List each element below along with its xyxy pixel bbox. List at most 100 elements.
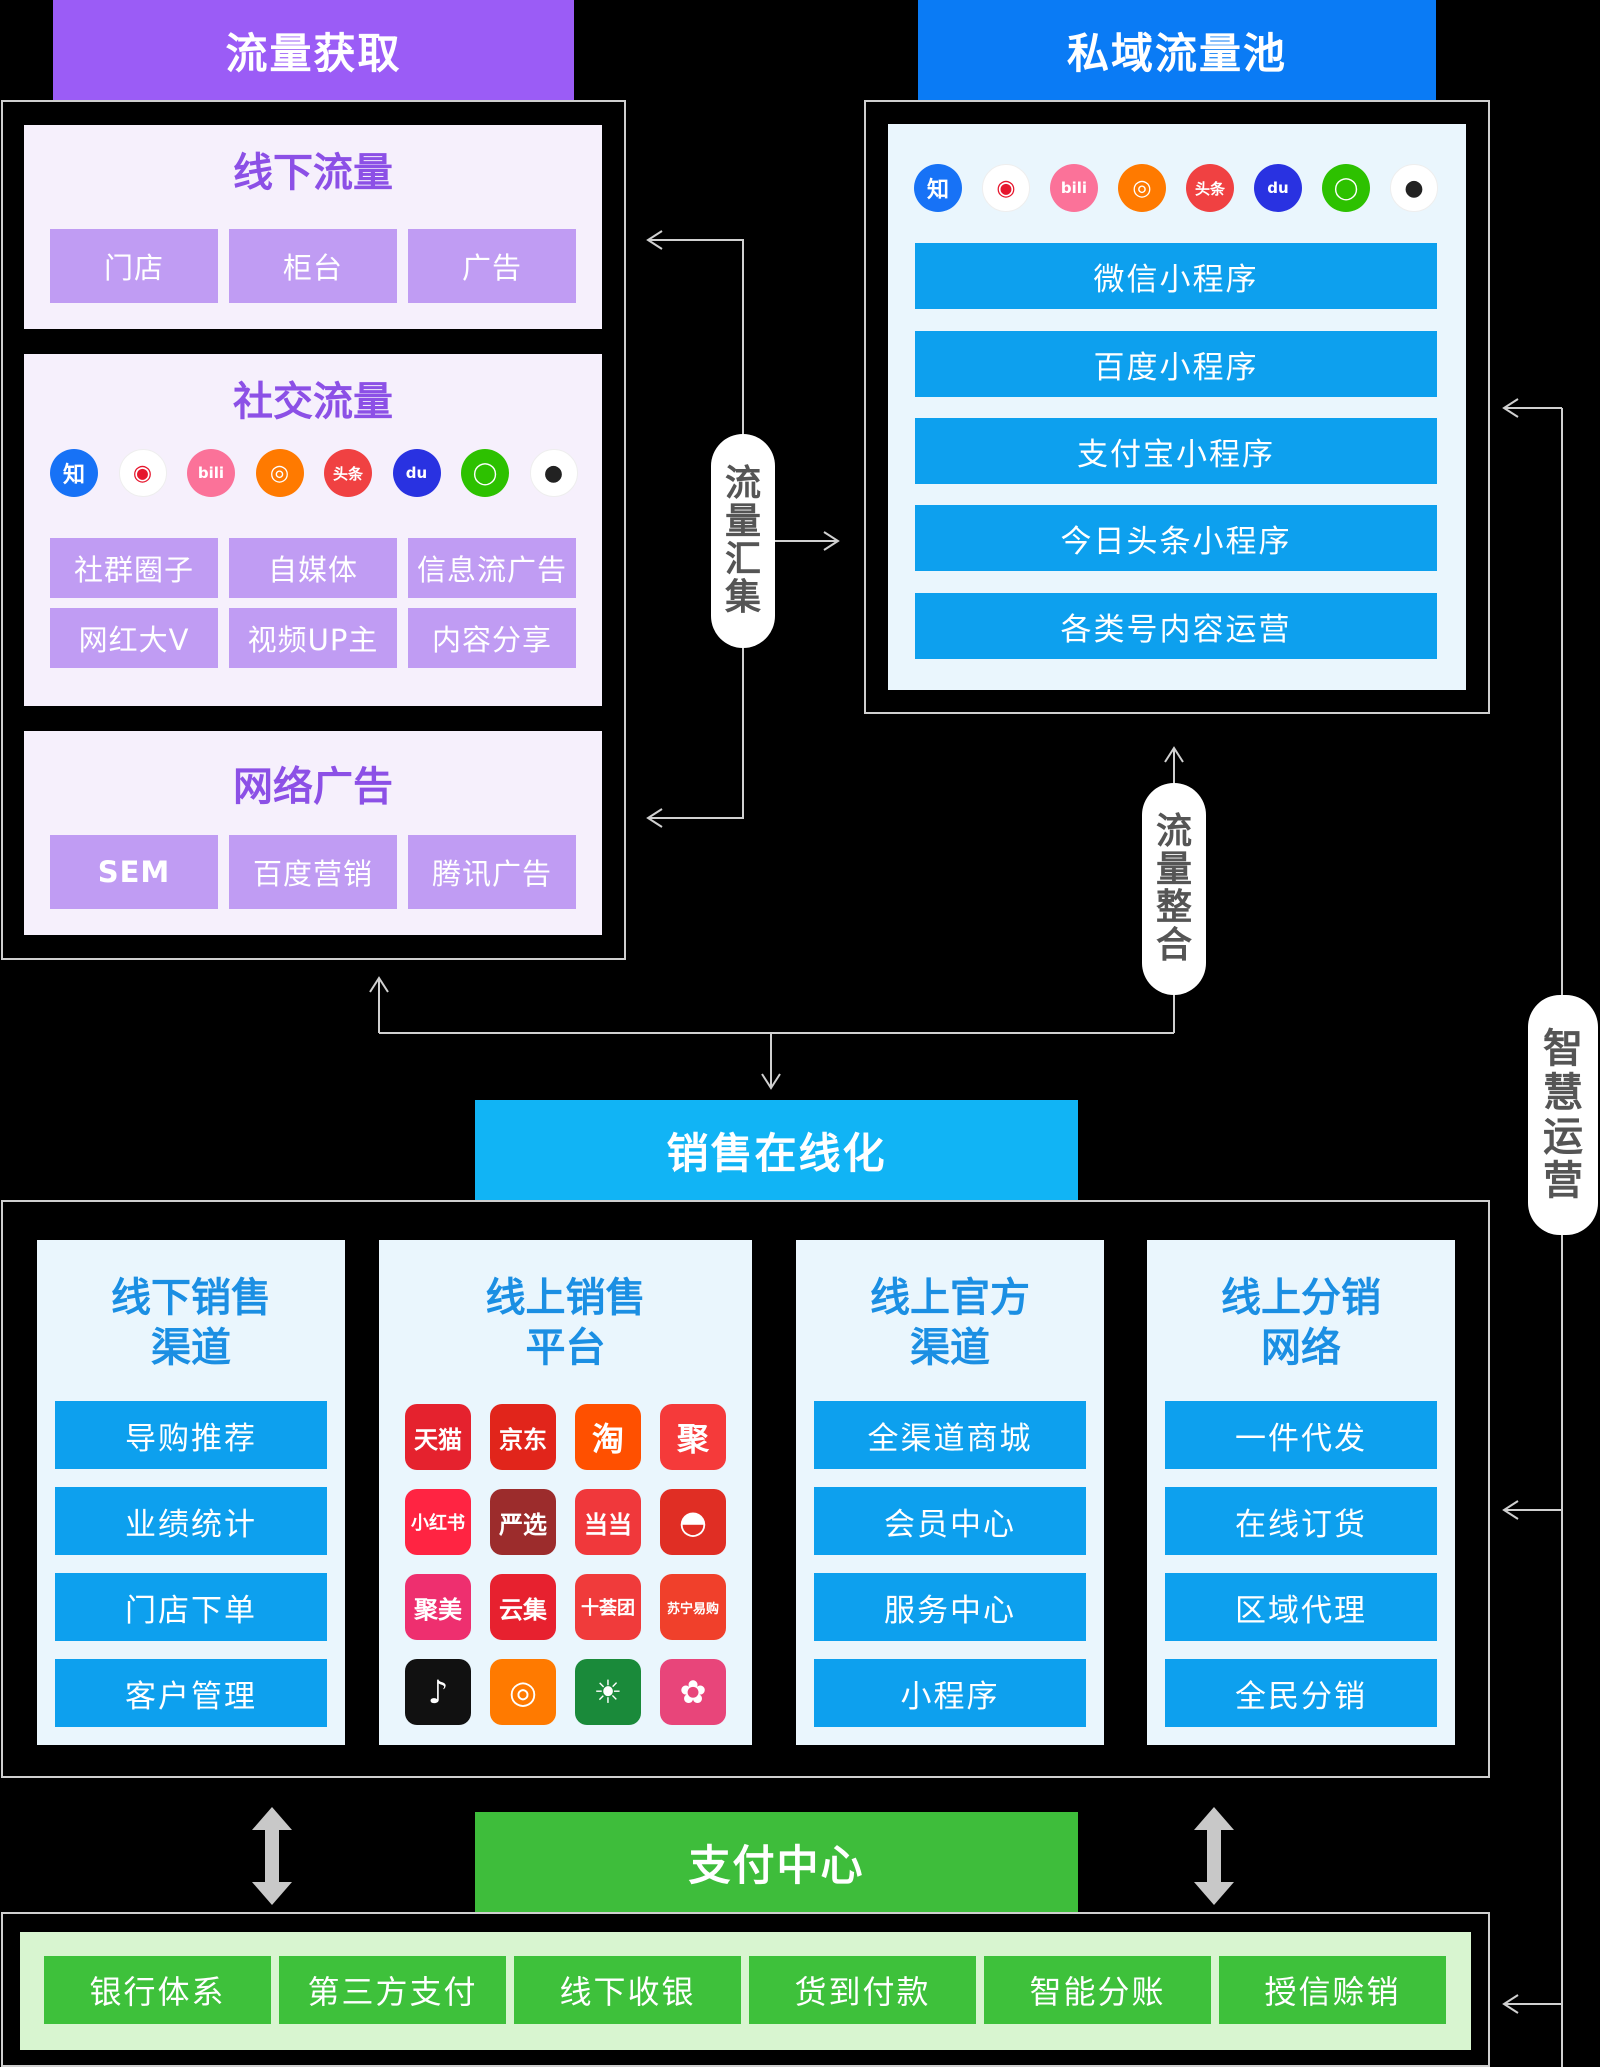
collect-pill: 流 量 汇 集 xyxy=(711,434,775,648)
official-channel-item: 全渠道商城 xyxy=(814,1401,1086,1469)
arrow-to-offline xyxy=(646,230,663,250)
payment-item: 第三方支付 xyxy=(279,1956,506,2024)
online-platforms-title-line2: 平台 xyxy=(525,1325,606,1371)
operate-pill-char: 智 xyxy=(1543,1026,1583,1072)
private-pool-item: 微信小程序 xyxy=(915,243,1437,309)
jd-app-icon: 京东 xyxy=(490,1404,556,1470)
payment-item: 智能分账 xyxy=(984,1956,1211,2024)
qq-icon: ● xyxy=(529,449,578,497)
distribution-item: 全民分销 xyxy=(1165,1659,1437,1727)
offline-sales-item: 门店下单 xyxy=(55,1573,327,1641)
offline-sales-item: 导购推荐 xyxy=(55,1401,327,1469)
offline-sales-title-line1: 线下销售 xyxy=(111,1275,271,1321)
distribution-item: 一件代发 xyxy=(1165,1401,1437,1469)
payment-frame xyxy=(1,1912,1490,2067)
sales-frame xyxy=(1,1200,1490,1778)
qq-icon: ● xyxy=(1390,164,1438,212)
network-ads-title: 网络广告 xyxy=(233,764,393,810)
private-pool-item: 支付宝小程序 xyxy=(915,418,1437,484)
collect-pill-char: 流 xyxy=(724,463,761,504)
official-channel-item: 会员中心 xyxy=(814,1487,1086,1555)
official-channel-item: 服务中心 xyxy=(814,1573,1086,1641)
distribution-title-line2: 网络 xyxy=(1261,1325,1341,1371)
weibo-icon: ◉ xyxy=(982,164,1030,212)
online-platforms-title-line1: 线上销售 xyxy=(485,1275,646,1321)
arrow-up-private xyxy=(1164,746,1184,763)
offline-sales-card: 线下销售 渠道 导购推荐 业绩统计 门店下单 客户管理 xyxy=(37,1240,345,1745)
arrow-left-private xyxy=(1502,398,1519,418)
private-pool-item: 今日头条小程序 xyxy=(915,505,1437,571)
social-traffic-title: 社交流量 xyxy=(233,379,393,425)
toutiao-icon: 头条 xyxy=(1186,164,1234,212)
kuaishou-icon: ◎ xyxy=(1118,164,1166,212)
official-channels-card: 线上官方 渠道 全渠道商城 会员中心 服务中心 小程序 xyxy=(796,1240,1104,1745)
offline-traffic-item: 广告 xyxy=(408,229,576,303)
zhihu-icon: 知 xyxy=(914,164,962,212)
juhuasuan-app-icon: 聚 xyxy=(660,1404,726,1470)
xingsheng-app-icon: ☀ xyxy=(575,1659,641,1725)
distribution-card: 线上分销 网络 一件代发 在线订货 区域代理 全民分销 xyxy=(1147,1240,1455,1745)
offline-sales-item: 客户管理 xyxy=(55,1659,327,1727)
network-ads-item: SEM xyxy=(50,835,218,909)
vipshop-app-icon: ✿ xyxy=(660,1659,726,1725)
social-traffic-item: 网红大V xyxy=(50,608,218,668)
integrate-pill-char: 合 xyxy=(1155,925,1192,966)
baidu-icon: du xyxy=(1254,164,1302,212)
distribution-title-line1: 线上分销 xyxy=(1221,1275,1381,1321)
wechat-icon: ◯ xyxy=(461,449,509,497)
shiyituan-app-icon: 十荟团 xyxy=(575,1574,641,1640)
offline-traffic-item: 门店 xyxy=(50,229,218,303)
kuaishou-icon: ◎ xyxy=(255,449,304,497)
integrate-pill: 流 量 整 合 xyxy=(1142,783,1206,995)
network-ads-item: 腾讯广告 xyxy=(408,835,576,909)
arrow-up-acquisition xyxy=(369,976,389,993)
operate-pill-char: 运 xyxy=(1543,1114,1583,1160)
double-arrows xyxy=(252,1807,1234,1905)
double-arrow-left xyxy=(252,1807,292,1905)
suning-app-icon: 苏宁易购 xyxy=(660,1574,726,1640)
payment-item: 授信赊销 xyxy=(1219,1956,1446,2024)
yanxuan-app-icon: 严选 xyxy=(490,1489,556,1555)
operate-pill: 智 慧 运 营 xyxy=(1528,995,1598,1235)
arrow-left-payment xyxy=(1502,1994,1519,2014)
collect-pill-char: 集 xyxy=(724,577,761,618)
official-channel-item: 小程序 xyxy=(814,1659,1086,1727)
payment-card: 银行体系 第三方支付 线下收银 货到付款 智能分账 授信赊销 xyxy=(20,1932,1471,2050)
sales-header: 销售在线化 xyxy=(475,1100,1078,1200)
kuaishou-app-icon: ◎ xyxy=(490,1659,556,1725)
xiaohongshu-app-icon: 小红书 xyxy=(405,1489,471,1555)
integrate-pill-char: 量 xyxy=(1155,849,1192,890)
toutiao-icon: 头条 xyxy=(324,449,372,497)
weibo-icon: ◉ xyxy=(118,449,167,497)
private-pool-frame xyxy=(864,100,1490,714)
operate-pill-char: 营 xyxy=(1543,1158,1583,1204)
dangdang-app-icon: 当当 xyxy=(575,1489,641,1555)
offline-sales-item: 业绩统计 xyxy=(55,1487,327,1555)
payment-item: 银行体系 xyxy=(44,1956,271,2024)
online-platforms-card: 线上销售 平台 天猫京东淘聚小红书严选当当◓聚美云集十荟团苏宁易购♪◎☀✿ xyxy=(379,1240,752,1745)
payment-item: 线下收银 xyxy=(514,1956,741,2024)
distribution-item: 在线订货 xyxy=(1165,1487,1437,1555)
arrow-to-private xyxy=(823,531,840,551)
integrate-pill-char: 整 xyxy=(1155,887,1192,928)
double-arrow-right xyxy=(1194,1807,1234,1905)
network-ads-item: 百度营销 xyxy=(229,835,397,909)
social-traffic-item: 自媒体 xyxy=(229,538,397,598)
social-traffic-item: 视频UP主 xyxy=(229,608,397,668)
distribution-item: 区域代理 xyxy=(1165,1573,1437,1641)
operate-pill-char: 慧 xyxy=(1543,1070,1583,1116)
douyin-app-icon: ♪ xyxy=(405,1659,471,1725)
pinduoduo-app-icon: ◓ xyxy=(660,1489,726,1555)
acquisition-header: 流量获取 xyxy=(53,0,574,100)
offline-traffic-item: 柜台 xyxy=(229,229,397,303)
wechat-icon: ◯ xyxy=(1322,164,1370,212)
tmall-app-icon: 天猫 xyxy=(405,1404,471,1470)
baidu-icon: du xyxy=(392,449,441,497)
taobao-app-icon: 淘 xyxy=(575,1404,641,1470)
social-traffic-item: 信息流广告 xyxy=(408,538,576,598)
social-traffic-item: 内容分享 xyxy=(408,608,576,668)
payment-item: 货到付款 xyxy=(749,1956,976,2024)
collect-pill-char: 量 xyxy=(724,501,761,542)
private-pool-item: 各类号内容运营 xyxy=(915,593,1437,659)
